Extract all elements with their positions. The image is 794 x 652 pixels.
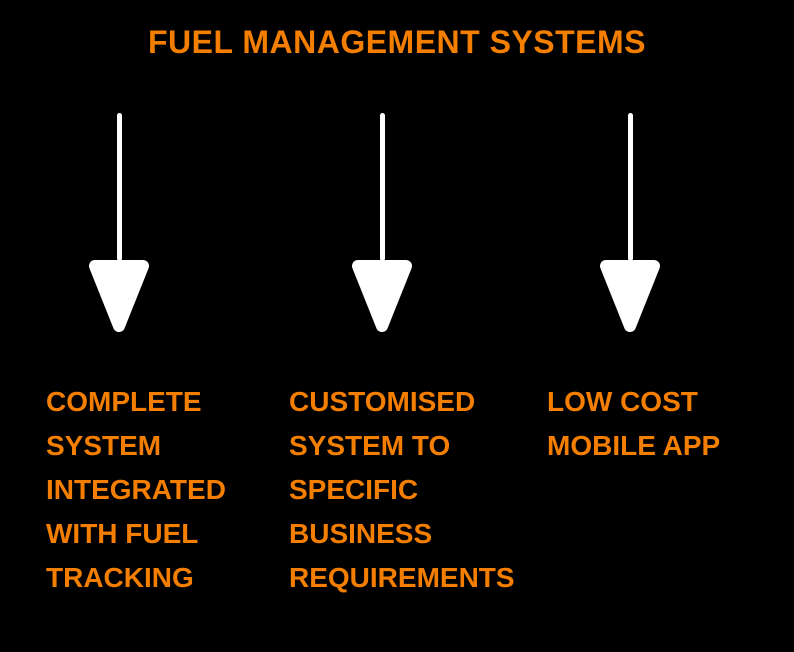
arrow-stem	[627, 113, 633, 261]
arrow-stem	[116, 113, 122, 261]
caption-low-cost-mobile-app: LOW COST MOBILE APP	[547, 380, 720, 468]
caption-line: LOW COST	[547, 386, 698, 417]
down-arrow-icon	[598, 113, 662, 337]
arrow-head	[89, 260, 149, 332]
caption-line: SYSTEM	[46, 430, 162, 461]
page-title: FUEL MANAGEMENT SYSTEMS	[147, 24, 647, 60]
caption-line: TRACKING	[46, 562, 194, 593]
caption-line: INTEGRATED	[46, 474, 226, 505]
caption-line: WITH FUEL	[46, 518, 199, 549]
arrow-head	[600, 260, 660, 332]
caption-customised-system: CUSTOMISED SYSTEM TO SPECIFIC BUSINESS R…	[289, 380, 515, 600]
caption-complete-system: COMPLETE SYSTEM INTEGRATED WITH FUEL TRA…	[46, 380, 226, 600]
caption-line: MOBILE APP	[547, 430, 721, 461]
down-arrow-icon	[350, 113, 414, 337]
down-arrow-icon	[87, 113, 151, 337]
caption-line: SPECIFIC	[289, 474, 419, 505]
arrow-head	[352, 260, 412, 332]
arrow-stem	[379, 113, 385, 261]
caption-line: COMPLETE	[46, 386, 202, 417]
caption-line: BUSINESS	[289, 518, 433, 549]
caption-line: SYSTEM TO	[289, 430, 451, 461]
caption-line: CUSTOMISED	[289, 386, 476, 417]
caption-line: REQUIREMENTS	[289, 562, 515, 593]
